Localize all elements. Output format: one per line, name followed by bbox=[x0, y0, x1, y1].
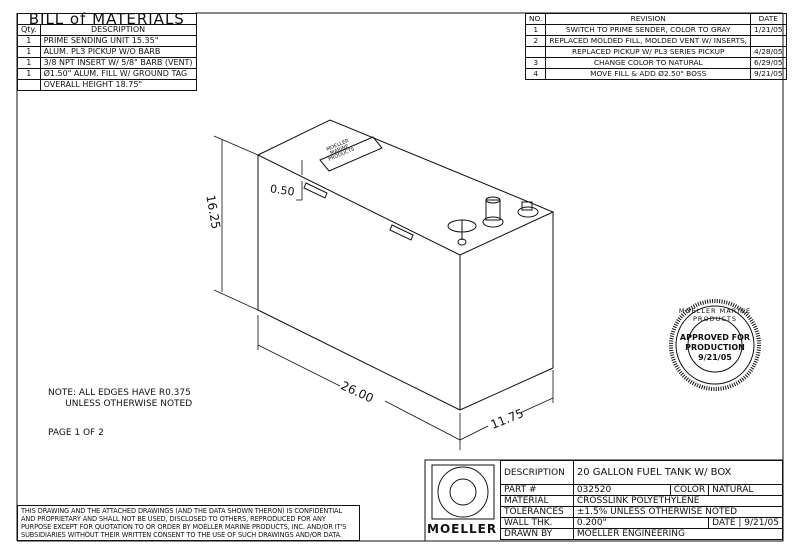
stamp-line2: PRODUCTION bbox=[685, 343, 745, 352]
edge-note: NOTE: ALL EDGES HAVE R0.375 UNLESS OTHER… bbox=[48, 388, 193, 409]
description-label: DESCRIPTION bbox=[500, 460, 574, 485]
bom-desc: 3/8 NPT INSERT W/ 5/8" BARB (VENT) bbox=[39, 57, 197, 69]
rev-header-no: NO. bbox=[524, 13, 547, 25]
date-label: DATE bbox=[712, 518, 736, 528]
rev-text: CHANGE COLOR TO NATURAL bbox=[545, 57, 752, 69]
rev-header-date: DATE bbox=[750, 13, 787, 25]
moeller-logo: MOELLER bbox=[427, 522, 498, 536]
rev-date bbox=[750, 35, 787, 47]
rev-date: 1/21/05 bbox=[750, 24, 787, 36]
rev-date: 4/28/05 bbox=[750, 46, 787, 58]
stamp-line1: APPROVED FOR bbox=[679, 333, 751, 342]
drawn-by-value: MOELLER ENGINEERING bbox=[572, 528, 784, 540]
color-value: NATURAL bbox=[708, 484, 783, 496]
rev-no: 2 bbox=[524, 35, 547, 47]
bom-desc: OVERALL HEIGHT 18.75" bbox=[39, 79, 197, 91]
description-value: 20 GALLON FUEL TANK W/ BOX bbox=[572, 460, 784, 485]
tolerances-label: TOLERANCES bbox=[500, 506, 574, 518]
tolerances-value: ±1.5% UNLESS OTHERWISE NOTED bbox=[572, 506, 784, 518]
bom-qty: 1 bbox=[17, 35, 41, 47]
bom-desc: ALUM. PL3 PICKUP W/O BARB bbox=[39, 46, 197, 58]
color-label: COLOR bbox=[669, 484, 710, 496]
rev-date: 6/29/05 bbox=[750, 57, 787, 69]
rev-text: REPLACED PICKUP W/ PL3 SERIES PICKUP bbox=[545, 46, 752, 58]
rev-header-revision: REVISION bbox=[545, 13, 752, 25]
part-label: PART # bbox=[500, 484, 574, 496]
rev-no: 1 bbox=[524, 24, 547, 36]
rev-no: 4 bbox=[524, 68, 547, 80]
material-value: CROSSLINK POLYETHYLENE bbox=[572, 495, 784, 507]
stamp-text: APPROVED FOR PRODUCTION 9/21/05 bbox=[671, 333, 759, 363]
bom-desc: PRIME SENDING UNIT 15.35" bbox=[39, 35, 197, 47]
dimension-lines bbox=[213, 135, 554, 450]
rev-text: REPLACED MOLDED FILL, MOLDED VENT W/ INS… bbox=[545, 35, 752, 47]
rev-no bbox=[524, 46, 547, 58]
stamp-date: 9/21/05 bbox=[698, 353, 732, 362]
bom-title: BILL of MATERIALS bbox=[17, 12, 197, 27]
drawn-by-label: DRAWN BY bbox=[500, 528, 574, 540]
material-label: MATERIAL bbox=[500, 495, 574, 507]
confidentiality-disclaimer: THIS DRAWING AND THE ATTACHED DRAWINGS (… bbox=[17, 505, 360, 541]
bom-qty bbox=[17, 79, 41, 91]
rev-date: 9/21/05 bbox=[750, 68, 787, 80]
label-plate bbox=[319, 136, 383, 172]
bom-qty: 1 bbox=[17, 57, 41, 69]
rev-no: 3 bbox=[524, 57, 547, 69]
page-number: PAGE 1 OF 2 bbox=[48, 428, 104, 438]
part-value: 032520 bbox=[572, 484, 671, 496]
rev-text: SWITCH TO PRIME SENDER, COLOR TO GRAY bbox=[545, 24, 752, 36]
bom-qty: 1 bbox=[17, 46, 41, 58]
approval-stamp bbox=[669, 299, 761, 391]
wall-label: WALL THK. bbox=[500, 517, 574, 529]
bom-desc: Ø1.50" ALUM. FILL W/ GROUND TAG bbox=[39, 68, 197, 80]
bom-qty: 1 bbox=[17, 68, 41, 80]
rev-text: MOVE FILL & ADD Ø2.50" BOSS bbox=[545, 68, 752, 80]
tank-straps bbox=[303, 182, 414, 241]
wall-value: 0.200" bbox=[572, 517, 710, 529]
date-cell: DATE | 9/21/05 bbox=[708, 517, 783, 529]
stamp-ring-text: MOELLER MARINE PRODUCTS bbox=[678, 307, 752, 323]
fittings bbox=[447, 196, 539, 246]
table-row: OVERALL HEIGHT 18.75" bbox=[17, 79, 197, 91]
date-value: 9/21/05 bbox=[744, 518, 779, 528]
tank-outline bbox=[256, 119, 555, 411]
